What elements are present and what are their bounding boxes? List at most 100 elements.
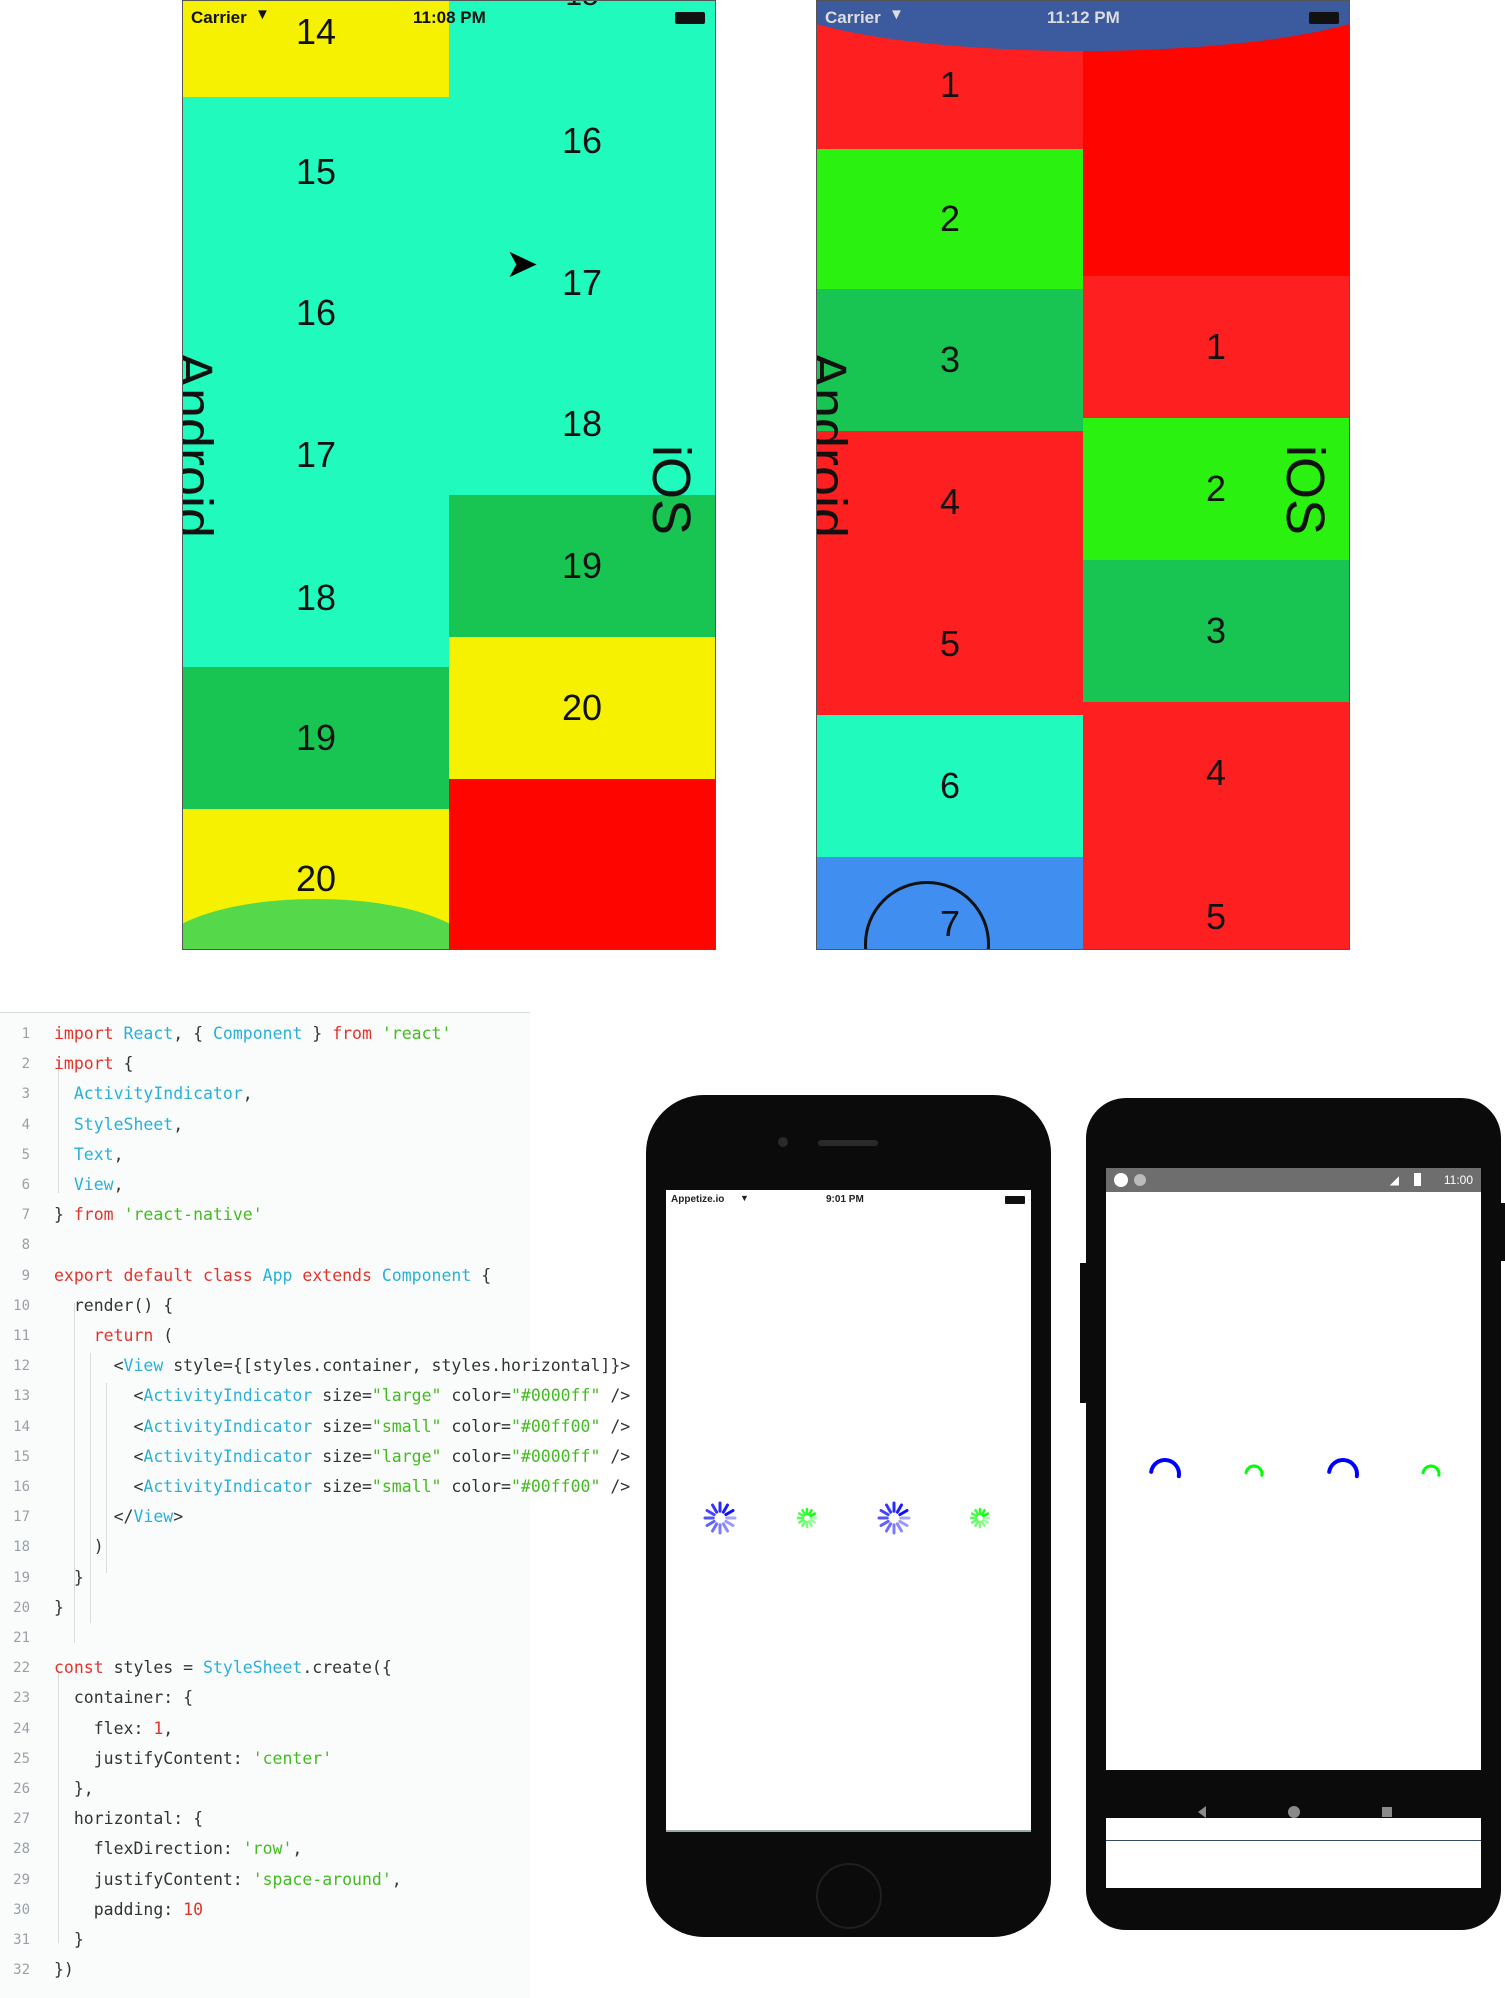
code-text: }	[54, 1930, 84, 1949]
spinner-spoke	[898, 1519, 909, 1527]
back-button[interactable]	[1198, 1806, 1206, 1818]
recents-button[interactable]	[1382, 1807, 1392, 1817]
code-line[interactable]: 16 <ActivityIndicator size="small" color…	[0, 1472, 630, 1502]
list-item: 1	[1083, 276, 1349, 418]
line-number: 28	[13, 1841, 30, 1858]
list-item: 19	[449, 495, 715, 637]
iphone-speaker	[818, 1140, 878, 1146]
code-text: View,	[73, 1175, 124, 1194]
spinner-spoke	[970, 1518, 978, 1524]
spinner-spoke	[705, 1509, 716, 1517]
side-button[interactable]	[1080, 1263, 1086, 1403]
wifi-icon: ▼	[255, 6, 270, 23]
ios-label-wrap: iOS	[1275, 400, 1349, 535]
small-spinner-icon	[796, 1507, 818, 1529]
notification-icon	[1114, 1173, 1128, 1187]
line-number: 32	[13, 1962, 30, 1979]
list-item	[449, 779, 715, 949]
android-spinner-row	[1149, 1458, 1441, 1479]
spinner-spoke	[974, 1508, 980, 1516]
code-line[interactable]: 26 },	[0, 1774, 530, 1804]
spinner-spoke	[724, 1519, 735, 1527]
code-line[interactable]: 7} from 'react-native'	[0, 1200, 530, 1230]
list-item: 18	[295, 577, 337, 618]
list-item: 4	[817, 431, 1083, 573]
code-line[interactable]: 28 flexDirection: 'row',	[0, 1834, 530, 1864]
code-line[interactable]: 24 flex: 1,	[0, 1714, 530, 1744]
spinner-spoke	[898, 1509, 909, 1517]
home-nav-button[interactable]	[1288, 1806, 1300, 1818]
list-item: 2	[1083, 418, 1349, 560]
spinner-spoke	[895, 1522, 903, 1533]
code-line[interactable]: 5 Text,	[0, 1140, 530, 1170]
volume-button[interactable]	[1501, 1203, 1505, 1261]
line-number: 12	[13, 1358, 30, 1375]
code-line[interactable]: 17 </View>	[0, 1502, 530, 1532]
code-text: justifyContent: 'space-around',	[54, 1869, 402, 1889]
android-column[interactable]: 14 15 16 17 18 19 20	[183, 1, 476, 949]
spinner-spoke	[885, 1522, 893, 1533]
code-line[interactable]: 31 }	[0, 1925, 530, 1955]
ios-column[interactable]: 1 2 3 4 5	[1083, 1, 1349, 949]
code-line[interactable]: 12 <View style={[styles.container, style…	[0, 1351, 630, 1381]
large-spinner-icon	[1327, 1458, 1359, 1479]
code-line[interactable]: 25 justifyContent: 'center'	[0, 1744, 530, 1774]
code-line[interactable]: 13 <ActivityIndicator size="large" color…	[0, 1381, 630, 1411]
code-line[interactable]: 29 justifyContent: 'space-around',	[0, 1865, 530, 1895]
line-number: 10	[13, 1297, 30, 1314]
home-button[interactable]	[816, 1863, 882, 1929]
code-line[interactable]: 8	[0, 1230, 530, 1260]
code-line[interactable]: 15 <ActivityIndicator size="large" color…	[0, 1442, 630, 1472]
code-line[interactable]: 4 StyleSheet,	[0, 1110, 530, 1140]
list-item: 14	[183, 1, 449, 97]
line-number: 11	[13, 1328, 30, 1344]
code-line[interactable]: 3 ActivityIndicator,	[0, 1079, 530, 1109]
code-line[interactable]: 20}	[0, 1593, 530, 1623]
code-line[interactable]: 6 View,	[0, 1170, 530, 1200]
code-line[interactable]: 32})	[0, 1955, 530, 1985]
spinner-spoke	[711, 1522, 719, 1533]
spinner-spoke	[801, 1520, 807, 1528]
line-number: 21	[13, 1630, 30, 1646]
clock: 11:00	[1443, 1173, 1473, 1187]
android-screen[interactable]: ◢ 11:00	[1106, 1168, 1481, 1888]
code-text: padding: 10	[54, 1899, 204, 1919]
list-item: 15	[449, 1, 715, 31]
line-number: 1	[21, 1026, 30, 1042]
spinner-spoke	[974, 1520, 980, 1528]
code-line[interactable]: 23 container: {	[0, 1683, 530, 1713]
code-line[interactable]: 11 return (	[0, 1321, 530, 1351]
code-text: flexDirection: 'row',	[54, 1839, 303, 1859]
list-item: 6	[817, 715, 1083, 857]
status-bar: Appetize.io ▼ 9:01 PM	[666, 1190, 1031, 1210]
wifi-icon: ▼	[889, 6, 904, 23]
status-bar: Carrier ▼ 11:08 PM	[183, 1, 715, 37]
ios-column[interactable]: 15 16 17 18 19 20	[449, 1, 715, 949]
code-line[interactable]: 19 }	[0, 1563, 530, 1593]
code-line[interactable]: 14 <ActivityIndicator size="small" color…	[0, 1412, 630, 1442]
settings-icon	[1134, 1174, 1146, 1186]
spinner-spoke	[807, 1520, 813, 1528]
line-number: 31	[13, 1932, 30, 1948]
code-line[interactable]: 27 horizontal: {	[0, 1804, 530, 1834]
clock: 11:08 PM	[413, 8, 486, 27]
code-line[interactable]: 21	[0, 1623, 530, 1653]
spinner-spoke	[711, 1503, 719, 1514]
nav-divider	[1106, 1840, 1481, 1841]
code-line[interactable]: 18 )	[0, 1532, 530, 1562]
iphone-screen[interactable]: Appetize.io ▼ 9:01 PM	[666, 1190, 1031, 1832]
code-line[interactable]: 30 padding: 10	[0, 1895, 530, 1925]
code-text: return (	[93, 1326, 174, 1345]
cursor-icon: ➤	[505, 242, 539, 286]
code-text: <View style={[styles.container, styles.h…	[54, 1356, 631, 1376]
list-item: 5	[1083, 844, 1349, 949]
code-line[interactable]: 10 render() {	[0, 1291, 530, 1321]
line-number: 25	[13, 1750, 30, 1767]
code-text: StyleSheet,	[73, 1114, 184, 1134]
small-spinner-icon	[969, 1507, 991, 1529]
